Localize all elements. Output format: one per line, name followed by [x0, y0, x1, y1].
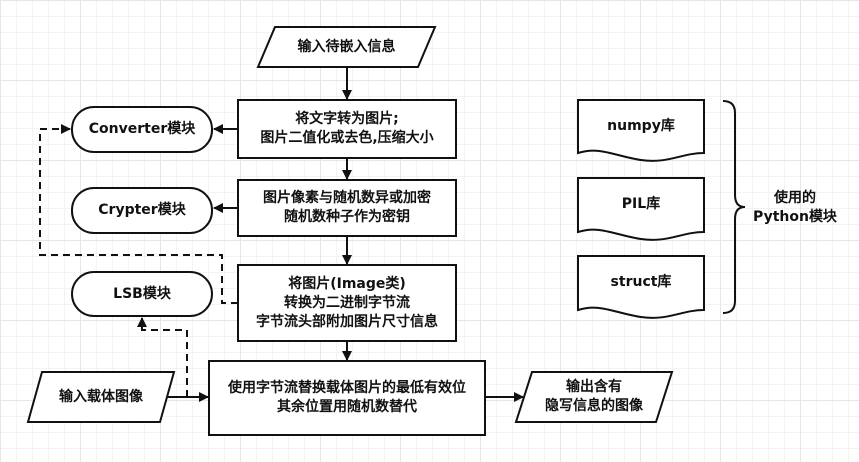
library-numpy-label: numpy库 — [607, 117, 675, 134]
step1-box — [237, 99, 457, 159]
output-line1: 输出含有 — [566, 379, 622, 395]
step1-line2: 图片二值化或去色,压缩大小 — [260, 130, 434, 146]
brace-label-line1: 使用的 — [773, 190, 816, 206]
brace-label-line2: Python模块 — [753, 209, 837, 225]
step3-line1: 将图片(Image类) — [288, 275, 406, 292]
output-label: 输出含有 隐写信息的图像 — [516, 372, 672, 422]
lsb-module-box — [71, 271, 213, 317]
crypter-module-label: Crypter模块 — [98, 202, 186, 218]
lsb-module-label: LSB模块 — [113, 285, 171, 302]
input-info-shape — [256, 26, 437, 68]
step4-box — [208, 360, 486, 436]
step3-line3: 字节流头部附加图片尺寸信息 — [256, 313, 438, 330]
step4-line1: 使用字节流替换载体图片的最低有效位 — [228, 380, 466, 396]
dashed-connector-step4-to-lsb — [137, 317, 188, 397]
converter-module-label: Converter模块 — [88, 121, 196, 137]
brace-label: 使用的 Python模块 — [745, 187, 845, 229]
library-pil-label: PIL库 — [621, 195, 661, 212]
output-shape — [514, 371, 674, 423]
step1-label: 将文字转为图片; 图片二值化或去色,压缩大小 — [238, 100, 456, 158]
step4-label: 使用字节流替换载体图片的最低有效位 其余位置用随机数替代 — [209, 361, 485, 435]
library-doc-shape — [577, 177, 705, 241]
library-brace — [722, 100, 746, 314]
step4-line2: 其余位置用随机数替代 — [277, 399, 417, 415]
crypter-module-box — [71, 187, 213, 234]
step2-line1: 图片像素与随机数异或加密 — [263, 190, 431, 206]
output-line2: 隐写信息的图像 — [545, 398, 643, 414]
converter-module-box — [71, 106, 213, 153]
dashed-connector-step3-to-converter — [39, 124, 238, 304]
input-carrier-label: 输入载体图像 — [59, 388, 143, 405]
step3-line2: 转换为二进制字节流 — [284, 294, 410, 311]
library-struct-label: struct库 — [610, 273, 672, 290]
step3-box — [237, 264, 457, 342]
library-doc-shape — [577, 99, 705, 162]
input-carrier-shape — [26, 371, 176, 423]
step2-line2: 随机数种子作为密钥 — [284, 209, 410, 225]
step2-label: 图片像素与随机数异或加密 随机数种子作为密钥 — [238, 180, 456, 236]
library-doc-shape — [577, 255, 705, 319]
step3-label: 将图片(Image类) 转换为二进制字节流 字节流头部附加图片尺寸信息 — [238, 265, 456, 341]
input-info-label: 输入待嵌入信息 — [297, 38, 396, 55]
step1-line1: 将文字转为图片; — [295, 111, 399, 127]
